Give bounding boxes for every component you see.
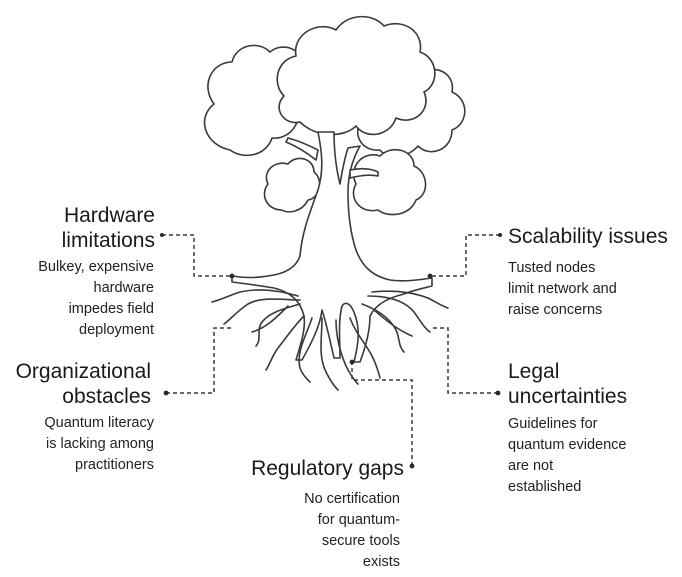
- connector-legal: [430, 327, 498, 394]
- regulatory-desc-line: secure tools: [321, 533, 400, 549]
- connector-dot-hardware: [229, 273, 235, 279]
- connector-dot-legal: [495, 390, 501, 396]
- organizational-desc-line: Quantum literacy: [44, 415, 154, 431]
- right-mid-cloud: [352, 148, 427, 216]
- hardware-desc-line: deployment: [79, 322, 154, 338]
- scalability-desc-line: Tusted nodes: [508, 260, 596, 276]
- connector-dot-scalability: [427, 273, 433, 279]
- small-left-cloud: [263, 157, 321, 213]
- branch-right: [349, 167, 379, 179]
- roots: [211, 289, 449, 391]
- hardware-title-line: limitations: [61, 229, 155, 252]
- connector-regulatory: [351, 362, 413, 466]
- hardware-desc-line: Bulkey, expensive: [38, 259, 154, 275]
- organizational-title-line: Organizational: [15, 360, 151, 383]
- organizational-desc-line: practitioners: [75, 457, 154, 473]
- regulatory-title: Regulatory gaps: [204, 456, 404, 481]
- hardware-desc-line: hardware: [93, 280, 154, 296]
- hardware-title-line: Hardware: [63, 204, 155, 227]
- scalability-description: Tusted nodes limit network and raise con…: [508, 258, 678, 321]
- organizational-desc-line: is lacking among: [46, 436, 154, 452]
- organizational-description: Quantum literacy is lacking among practi…: [0, 413, 154, 476]
- legal-title-line: uncertainties: [508, 385, 628, 408]
- legal-desc-line: quantum evidence: [508, 437, 627, 453]
- canopy-top-cloud: [276, 15, 436, 136]
- hardware-desc-line: impedes field: [68, 301, 154, 317]
- tree-trunk: [231, 131, 433, 363]
- connector-dot-root: [349, 359, 355, 365]
- regulatory-desc-line: for quantum-: [317, 512, 400, 528]
- regulatory-desc-line: exists: [362, 554, 400, 570]
- legal-title: Legal uncertainties: [508, 359, 680, 409]
- legal-title-line: Legal: [508, 360, 560, 383]
- legal-description: Guidelines for quantum evidence are not …: [508, 414, 678, 498]
- scalability-title-line: Scalability issues: [508, 225, 668, 248]
- scalability-desc-line: limit network and: [508, 281, 617, 297]
- scalability-title: Scalability issues: [508, 224, 680, 249]
- connector-dot-regulatory: [409, 463, 415, 469]
- connector-dot-organizational: [163, 390, 169, 396]
- organizational-title: Organizational obstacles: [0, 359, 151, 409]
- hardware-description: Bulkey, expensive hardware impedes field…: [0, 257, 154, 341]
- tree-with-roots-icon: [203, 15, 466, 391]
- connector-dot-scalability-start: [498, 233, 502, 237]
- regulatory-title-line: Regulatory gaps: [251, 457, 404, 480]
- connector-organizational: [166, 327, 232, 394]
- organizational-title-line: obstacles: [62, 385, 151, 408]
- legal-desc-line: are not: [508, 458, 554, 474]
- connector-hardware: [162, 234, 232, 277]
- branch-left: [285, 137, 319, 161]
- hardware-title: Hardware limitations: [0, 203, 155, 253]
- connector-dot-hardware-start: [160, 233, 164, 237]
- regulatory-desc-line: No certification: [304, 491, 400, 507]
- legal-desc-line: Guidelines for: [508, 416, 598, 432]
- connector-scalability: [430, 234, 500, 277]
- scalability-desc-line: raise concerns: [508, 302, 603, 318]
- legal-desc-line: established: [508, 479, 582, 495]
- regulatory-description: No certification for quantum- secure too…: [240, 489, 400, 573]
